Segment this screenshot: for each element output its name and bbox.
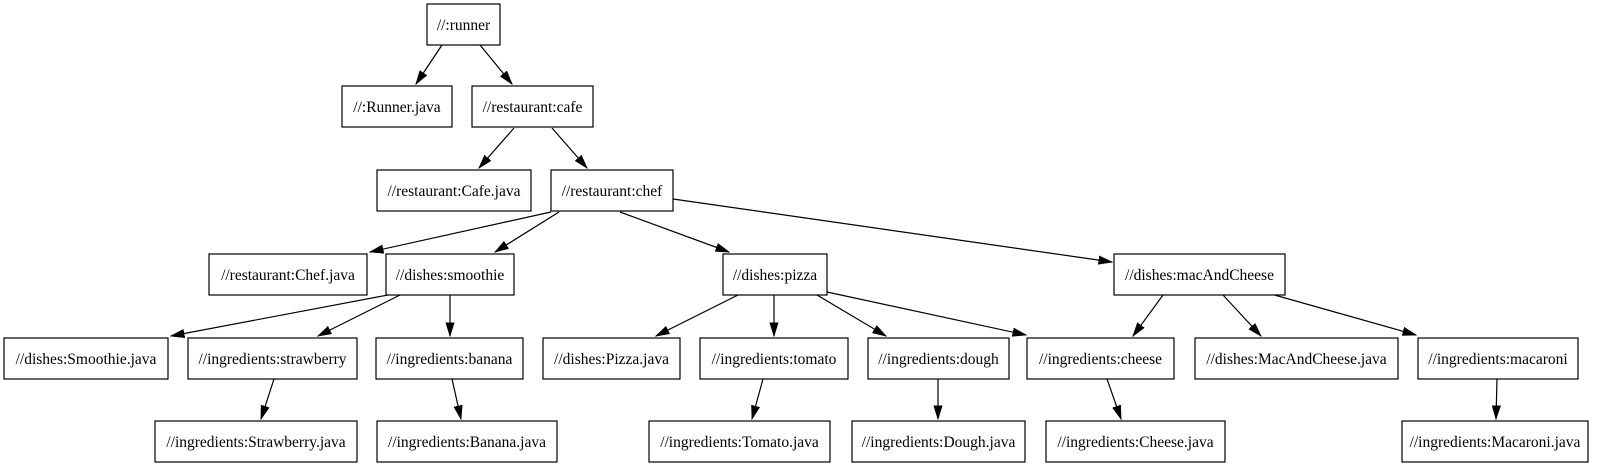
node-box-cafe_java (376, 169, 532, 212)
graph-edge-macaroni-to-macaroni_java (1496, 378, 1497, 419)
node-box-mac_and_cheese_java (1194, 337, 1399, 380)
node-label-dough_java: //ingredients:Dough.java (862, 434, 1016, 451)
graph-node-banana_java: //ingredients:Banana.java (376, 420, 558, 463)
node-box-chef_java (208, 253, 368, 296)
node-label-runner_java: //:Runner.java (353, 99, 441, 116)
graph-node-mac_and_cheese: //dishes:macAndCheese (1113, 253, 1286, 296)
node-label-banana: //ingredients:banana (387, 351, 513, 368)
graph-edge-smoothie-to-strawberry (318, 294, 401, 336)
graph-node-chef: //restaurant:chef (550, 169, 674, 212)
node-label-cafe: //restaurant:cafe (483, 99, 583, 116)
graph-edge-tomato-to-tomato_java (752, 378, 764, 419)
graph-edge-runner-to-cafe (479, 44, 512, 84)
node-label-cheese: //ingredients:cheese (1039, 351, 1162, 368)
graph-node-macaroni: //ingredients:macaroni (1417, 337, 1579, 380)
graph-edge-runner-to-runner_java (416, 44, 443, 84)
graph-node-strawberry: //ingredients:strawberry (187, 337, 358, 380)
node-box-runner (426, 3, 501, 46)
node-box-dough_java (851, 420, 1026, 463)
graph-edge-cheese-to-cheese_java (1106, 378, 1122, 419)
edges-layer (171, 44, 1497, 419)
graph-edge-strawberry-to-strawberry_java (260, 378, 275, 419)
node-label-chef_java: //restaurant:Chef.java (221, 267, 355, 284)
graph-edge-banana-to-banana_java (451, 378, 461, 419)
node-box-macaroni (1417, 337, 1579, 380)
node-box-macaroni_java (1401, 420, 1589, 463)
graph-node-runner: //:runner (426, 3, 501, 46)
node-label-smoothie_java: //dishes:Smoothie.java (16, 351, 157, 368)
graph-node-dough: //ingredients:dough (867, 337, 1010, 380)
node-box-tomato_java (648, 420, 831, 463)
node-label-smoothie: //dishes:smoothie (396, 267, 505, 284)
node-label-chef: //restaurant:chef (562, 183, 664, 200)
graph-edge-mac_and_cheese-to-mac_and_cheese_java (1222, 294, 1261, 336)
node-box-smoothie (385, 253, 515, 296)
graph-edge-mac_and_cheese-to-macaroni (1270, 293, 1416, 335)
node-box-tomato (699, 337, 849, 380)
graph-node-mac_and_cheese_java: //dishes:MacAndCheese.java (1194, 337, 1399, 380)
graph-edge-pizza-to-pizza_java (656, 294, 739, 336)
node-box-cafe (471, 85, 594, 128)
node-box-mac_and_cheese (1113, 253, 1286, 296)
graph-node-cafe: //restaurant:cafe (471, 85, 594, 128)
graph-edge-chef-to-mac_and_cheese (672, 198, 1112, 262)
node-label-cafe_java: //restaurant:Cafe.java (388, 183, 521, 200)
node-box-banana (375, 337, 524, 380)
node-label-dough: //ingredients:dough (878, 351, 999, 368)
graph-node-runner_java: //:Runner.java (341, 85, 453, 128)
graph-node-smoothie: //dishes:smoothie (385, 253, 515, 296)
graph-node-pizza: //dishes:pizza (722, 253, 828, 296)
node-label-runner: //:runner (437, 17, 491, 34)
node-box-strawberry_java (154, 420, 358, 463)
graph-edge-smoothie-to-smoothie_java (171, 294, 389, 336)
node-box-banana_java (376, 420, 558, 463)
node-label-mac_and_cheese_java: //dishes:MacAndCheese.java (1206, 351, 1386, 368)
graph-edge-chef-to-chef_java (370, 211, 552, 252)
node-box-strawberry (187, 337, 358, 380)
node-box-smoothie_java (3, 337, 169, 380)
graph-node-pizza_java: //dishes:Pizza.java (542, 337, 681, 380)
graph-edge-pizza-to-cheese (826, 291, 1026, 335)
node-box-dough (867, 337, 1010, 380)
graph-edge-chef-to-pizza (619, 211, 729, 253)
node-box-cheese (1026, 337, 1175, 380)
graph-node-cafe_java: //restaurant:Cafe.java (376, 169, 532, 212)
node-label-mac_and_cheese: //dishes:macAndCheese (1125, 267, 1274, 284)
graph-node-cheese: //ingredients:cheese (1026, 337, 1175, 380)
graph-node-strawberry_java: //ingredients:Strawberry.java (154, 420, 358, 463)
graph-node-smoothie_java: //dishes:Smoothie.java (3, 337, 169, 380)
graph-edge-chef-to-smoothie (495, 211, 560, 252)
node-label-banana_java: //ingredients:Banana.java (388, 434, 546, 451)
node-label-pizza_java: //dishes:Pizza.java (554, 351, 669, 368)
graph-node-chef_java: //restaurant:Chef.java (208, 253, 368, 296)
graph-edge-pizza-to-dough (816, 294, 886, 336)
node-box-cheese_java (1045, 420, 1226, 463)
node-box-chef (550, 169, 674, 212)
node-label-cheese_java: //ingredients:Cheese.java (1057, 434, 1213, 451)
node-label-macaroni: //ingredients:macaroni (1428, 351, 1568, 368)
graph-node-cheese_java: //ingredients:Cheese.java (1045, 420, 1226, 463)
graph-node-dough_java: //ingredients:Dough.java (851, 420, 1026, 463)
node-label-tomato: //ingredients:tomato (712, 351, 837, 368)
graph-edge-cafe-to-cafe_java (479, 127, 515, 168)
node-label-tomato_java: //ingredients:Tomato.java (660, 434, 819, 451)
nodes-layer: //:runner //:Runner.java //restaurant:cafe… (3, 3, 1589, 463)
node-box-runner_java (341, 85, 453, 128)
graph-node-macaroni_java: //ingredients:Macaroni.java (1401, 420, 1589, 463)
node-label-pizza: //dishes:pizza (733, 267, 817, 284)
graph-edge-mac_and_cheese-to-cheese (1133, 294, 1164, 336)
graph-node-banana: //ingredients:banana (375, 337, 524, 380)
node-label-strawberry_java: //ingredients:Strawberry.java (166, 434, 345, 451)
graph-edge-cafe-to-chef (551, 127, 587, 168)
graph-node-tomato: //ingredients:tomato (699, 337, 849, 380)
graph-node-tomato_java: //ingredients:Tomato.java (648, 420, 831, 463)
node-box-pizza_java (542, 337, 681, 380)
node-label-macaroni_java: //ingredients:Macaroni.java (1410, 434, 1581, 451)
node-box-pizza (722, 253, 828, 296)
node-label-strawberry: //ingredients:strawberry (198, 351, 346, 368)
